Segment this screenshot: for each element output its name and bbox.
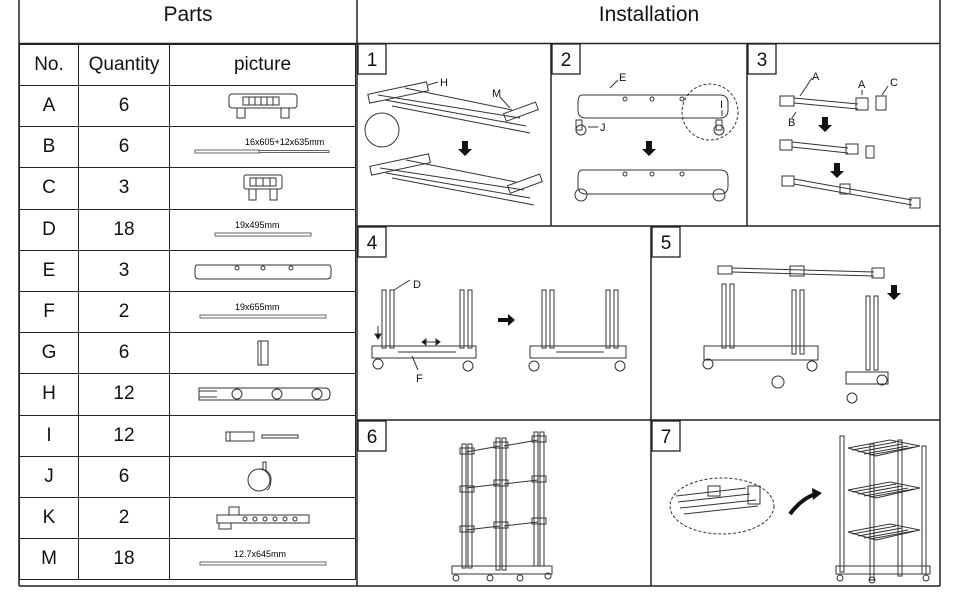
- step-5-illustration: [702, 265, 901, 404]
- tube-f-icon: 19x655mm: [199, 302, 326, 319]
- part-picture: [169, 496, 356, 540]
- table-row: M 18 12.7x645mm: [19, 538, 356, 581]
- part-label: J: [600, 122, 606, 134]
- step-7-illustration: [669, 435, 931, 584]
- part-quantity: 3: [78, 167, 170, 210]
- part-label: A: [858, 79, 866, 91]
- installation-header: Installation: [598, 3, 700, 26]
- table-row: A 6: [19, 84, 356, 128]
- part-picture: 19x655mm: [169, 290, 356, 334]
- telescopic-tube-icon: 16x605+12x635mm: [194, 137, 329, 154]
- base-foot-icon: [194, 264, 331, 280]
- part-picture: [169, 84, 356, 128]
- step-1-illustration: [364, 81, 543, 206]
- table-row: H 12: [19, 373, 356, 416]
- step-3-illustration: [779, 77, 921, 209]
- tube-m-icon: 12.7x645mm: [199, 549, 326, 566]
- part-label: I: [720, 99, 723, 111]
- part-label: F: [416, 373, 423, 385]
- sleeve-icon: [257, 340, 268, 366]
- end-connector-icon: [228, 93, 297, 119]
- wing-connector-icon: [198, 387, 331, 401]
- part-picture: [169, 455, 356, 498]
- tube-d-icon: 19x495mm: [214, 220, 311, 237]
- part-picture: [169, 414, 356, 457]
- parts-header: Parts: [163, 3, 213, 26]
- step-4-illustration: [371, 279, 627, 372]
- part-picture: [169, 249, 356, 292]
- step-number: 5: [661, 233, 672, 254]
- part-label: C: [890, 77, 898, 89]
- part-label: M: [492, 88, 501, 100]
- part-dimension: 19x655mm: [235, 302, 280, 312]
- part-dimension: 12.7x645mm: [234, 549, 286, 559]
- step-number: 3: [757, 50, 768, 71]
- part-no: I: [19, 414, 79, 457]
- slotted-bracket-icon: [216, 506, 309, 530]
- step-number: 7: [661, 427, 672, 448]
- step-number: 2: [561, 50, 572, 71]
- part-quantity: 18: [78, 538, 170, 581]
- table-row: K 2: [19, 496, 356, 540]
- part-dimension: 16x605+12x635mm: [245, 137, 324, 147]
- step-number: 6: [367, 427, 378, 448]
- part-picture: 19x495mm: [169, 208, 356, 251]
- part-picture: [169, 373, 356, 416]
- part-no: K: [19, 496, 79, 540]
- parts-table-header: No. Quantity picture: [19, 44, 356, 86]
- part-no: H: [19, 373, 79, 416]
- table-row: C 3: [19, 167, 356, 210]
- step-number: 1: [367, 50, 378, 71]
- part-quantity: 3: [78, 249, 170, 292]
- parts-table: No. Quantity picture A 6: [19, 44, 356, 581]
- part-picture: 12.7x645mm: [169, 538, 356, 581]
- table-row: J 6: [19, 455, 356, 498]
- part-no: E: [19, 249, 79, 292]
- part-no: J: [19, 455, 79, 498]
- part-dimension: 19x495mm: [235, 220, 280, 230]
- part-label: D: [413, 279, 421, 291]
- col-header-no: No.: [19, 44, 79, 86]
- part-no: C: [19, 167, 79, 210]
- part-picture: 16x605+12x635mm: [169, 126, 356, 169]
- part-label: B: [788, 117, 795, 129]
- part-quantity: 6: [78, 84, 170, 128]
- part-no: M: [19, 538, 79, 581]
- part-label: H: [440, 77, 448, 89]
- pin-and-tube-icon: [225, 431, 298, 442]
- part-label: A: [812, 71, 820, 83]
- step-6-illustration: [451, 431, 553, 582]
- table-row: B 6 16x605+12x635mm: [19, 126, 356, 169]
- top-connector-icon: [243, 174, 282, 201]
- step-2-illustration: [574, 79, 739, 202]
- part-picture: [169, 167, 356, 210]
- part-quantity: 6: [78, 455, 170, 498]
- part-label: E: [619, 72, 626, 84]
- caster-wheel-icon: [247, 461, 272, 492]
- table-row: E 3: [19, 249, 356, 292]
- step-number: 4: [367, 233, 378, 254]
